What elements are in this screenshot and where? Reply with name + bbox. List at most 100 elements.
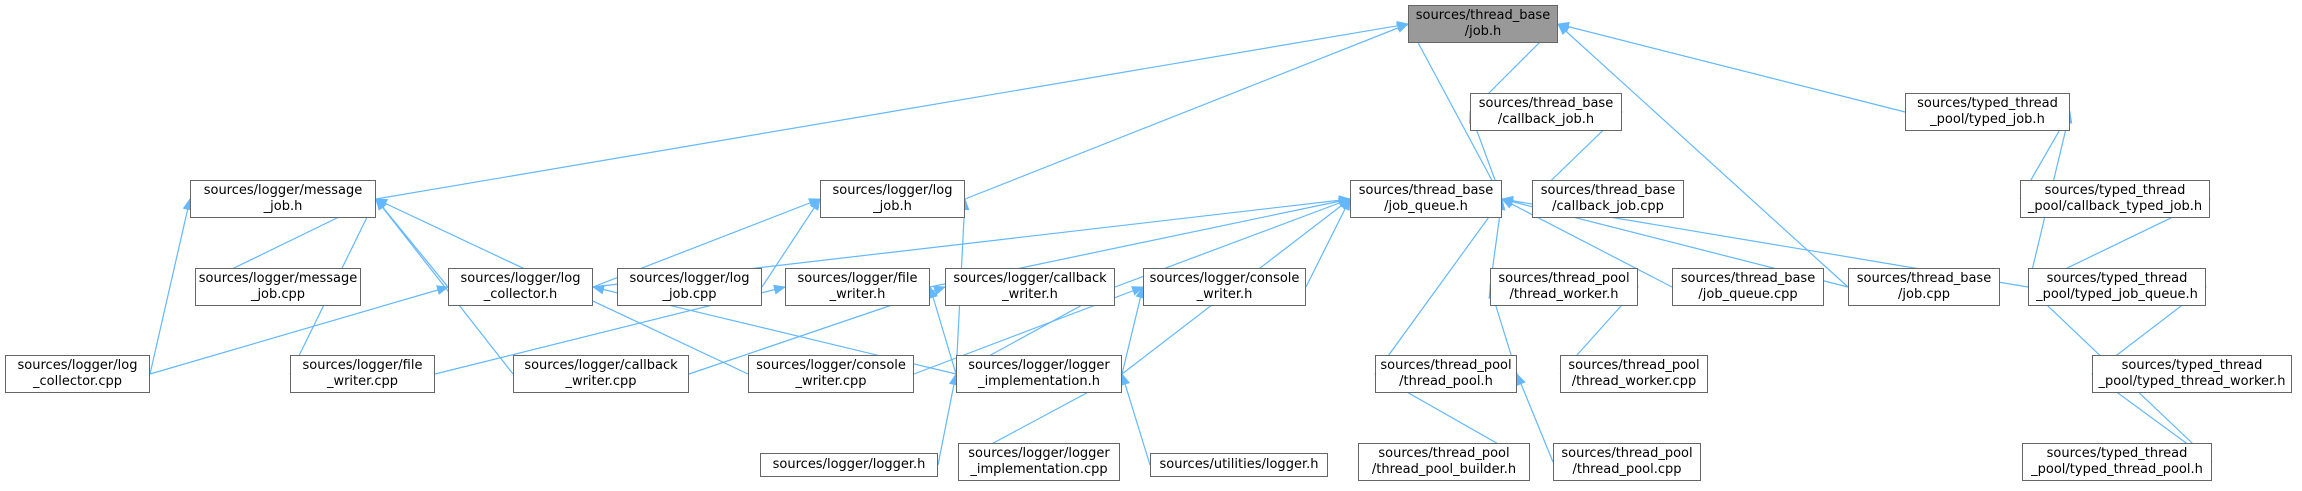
node-thread-pool-thread-pool-cpp[interactable]: sources/thread_pool/thread_pool.cpp: [1553, 443, 1701, 481]
node-label: sources/thread_base: [1478, 96, 1614, 111]
node-label: sources/thread_base: [1540, 183, 1676, 198]
node-label: sources/utilities/logger.h: [1159, 457, 1319, 472]
node-logger-log-job-h[interactable]: sources/logger/log_job.h: [820, 180, 965, 218]
node-thread-pool-thread-pool-h[interactable]: sources/thread_pool/thread_pool.h: [1375, 355, 1517, 393]
node-thread-pool-thread-worker-cpp[interactable]: sources/thread_pool/thread_worker.cpp: [1560, 355, 1708, 393]
edge-console_writer_h-to-job_queue_h: [1305, 198, 1351, 288]
node-logger-message-job-cpp[interactable]: sources/logger/message_job.cpp: [195, 268, 361, 306]
node-label: /callback_job.h: [1497, 112, 1595, 127]
node-thread-base-job-queue-h[interactable]: sources/thread_base/job_queue.h: [1350, 180, 1502, 218]
node-logger-message-job-h[interactable]: sources/logger/message_job.h: [190, 180, 376, 218]
node-thread-pool-thread-worker-h[interactable]: sources/thread_pool/thread_worker.h: [1490, 268, 1638, 306]
node-label: _pool/callback_typed_job.h: [2027, 199, 2203, 214]
node-typed-thread-pool-typed-job-queue-h[interactable]: sources/typed_thread_pool/typed_job_queu…: [2028, 268, 2206, 306]
edge-logger_h-to-logger_implementation_h: [937, 373, 959, 466]
node-label: /thread_worker.cpp: [1571, 374, 1697, 389]
node-label: _implementation.cpp: [970, 462, 1108, 477]
node-label: _job.h: [263, 199, 303, 214]
edge-log_collector_cpp-to-log_collector_h: [149, 285, 449, 375]
node-thread-pool-thread-pool-builder-h[interactable]: sources/thread_pool/thread_pool_builder.…: [1358, 443, 1530, 481]
node-label: sources/logger/file: [302, 358, 423, 373]
node-label: _pool/typed_job_queue.h: [2036, 287, 2198, 302]
node-label: sources/logger/file: [797, 271, 918, 286]
node-logger-log-collector-h[interactable]: sources/logger/log_collector.h: [448, 268, 593, 306]
node-utilities-logger-h[interactable]: sources/utilities/logger.h: [1150, 453, 1328, 477]
edge-job_cpp-to-job_h: [1557, 23, 1849, 288]
node-label: _job.cpp: [662, 287, 717, 302]
node-label: sources/logger/message: [203, 183, 363, 198]
node-logger-console-writer-h[interactable]: sources/logger/console_writer.h: [1143, 268, 1306, 306]
node-thread-base-callback-job-cpp[interactable]: sources/thread_base/callback_job.cpp: [1532, 180, 1684, 218]
node-label: sources/typed_thread: [2121, 358, 2263, 373]
edge-thread_pool_h-to-job_queue_h: [1374, 198, 1503, 375]
node-label: /thread_pool_builder.h: [1371, 462, 1517, 477]
node-logger-logger-implementation-cpp[interactable]: sources/logger/logger_implementation.cpp: [958, 443, 1120, 481]
node-label: sources/thread_pool: [1568, 358, 1700, 373]
node-label: sources/logger/log: [832, 183, 953, 198]
edge-log_job_h-to-job_h: [964, 23, 1409, 200]
node-label: _pool/typed_job.h: [1930, 112, 2045, 127]
node-label: _writer.h: [1002, 287, 1058, 302]
node-thread-base-job-queue-cpp[interactable]: sources/thread_base/job_queue.cpp: [1672, 268, 1824, 306]
edge-utilities_logger_h-to-logger_implementation_h: [1120, 373, 1151, 466]
node-label: sources/logger/message: [198, 271, 358, 286]
node-logger-file-writer-cpp[interactable]: sources/logger/file_writer.cpp: [290, 355, 435, 393]
node-typed-thread-pool-callback-typed-job-h[interactable]: sources/typed_thread_pool/callback_typed…: [2020, 180, 2210, 218]
node-label: sources/thread_base: [1358, 183, 1494, 198]
node-logger-log-collector-cpp[interactable]: sources/logger/log_collector.cpp: [5, 355, 150, 393]
node-label: sources/thread_base: [1856, 271, 1992, 286]
node-label: sources/logger/callback: [953, 271, 1107, 286]
node-label: sources/typed_thread: [1917, 96, 2058, 111]
node-label: /job_queue.h: [1384, 199, 1468, 214]
edge-typed_job_h-to-job_h: [1557, 21, 1906, 113]
node-logger-logger-h[interactable]: sources/logger/logger.h: [760, 453, 938, 477]
node-label: _writer.h: [829, 287, 886, 302]
node-label: sources/logger/logger: [968, 446, 1110, 461]
node-thread-base-job-cpp[interactable]: sources/thread_base/job.cpp: [1848, 268, 2000, 306]
edge-log_job_cpp-to-log_job_h: [761, 198, 821, 288]
node-label: _pool/typed_thread_worker.h: [2098, 374, 2286, 389]
node-label: sources/logger/logger: [968, 358, 1110, 373]
node-label: _job.cpp: [250, 287, 306, 302]
node-label: _writer.h: [1196, 287, 1253, 302]
node-label: sources/logger/log: [460, 271, 581, 286]
node-typed-thread-pool-typed-thread-pool-h[interactable]: sources/typed_thread_pool/typed_thread_p…: [2022, 443, 2212, 481]
node-label: sources/logger/console: [756, 358, 906, 373]
node-label: sources/thread_base: [1680, 271, 1816, 286]
node-label: sources/thread_pool: [1498, 271, 1630, 286]
node-label: sources/logger/callback: [524, 358, 678, 373]
node-label: sources/thread_pool: [1561, 446, 1693, 461]
node-logger-console-writer-cpp[interactable]: sources/logger/console_writer.cpp: [748, 355, 914, 393]
node-logger-file-writer-h[interactable]: sources/logger/file_writer.h: [785, 268, 930, 306]
node-thread-base-job-h[interactable]: sources/thread_base/job.h: [1408, 5, 1558, 43]
node-label: _implementation.h: [978, 374, 1100, 389]
node-label: /thread_pool.h: [1399, 374, 1493, 389]
node-logger-logger-implementation-h[interactable]: sources/logger/logger_implementation.h: [956, 355, 1122, 393]
node-typed-thread-pool-typed-thread-worker-h[interactable]: sources/typed_thread_pool/typed_thread_w…: [2092, 355, 2292, 393]
edge-message_job_h-to-job_h: [375, 20, 1409, 200]
node-logger-callback-writer-cpp[interactable]: sources/logger/callback_writer.cpp: [513, 355, 689, 393]
node-label: /job_queue.cpp: [1698, 287, 1798, 302]
node-logger-log-job-cpp[interactable]: sources/logger/log_job.cpp: [617, 268, 762, 306]
edge-thread_pool_cpp-to-thread_pool_h: [1516, 373, 1554, 463]
node-logger-callback-writer-h[interactable]: sources/logger/callback_writer.h: [945, 268, 1115, 306]
node-label: sources/typed_thread: [2046, 446, 2188, 461]
node-label: _writer.cpp: [326, 374, 399, 389]
node-typed-thread-pool-typed-job-h[interactable]: sources/typed_thread_pool/typed_job.h: [1905, 93, 2070, 131]
node-label: sources/logger/console: [1149, 271, 1300, 286]
node-label: /thread_pool.cpp: [1572, 462, 1682, 477]
edge-job_queue_h-to-job_h: [1407, 23, 1503, 200]
node-label: _writer.cpp: [565, 374, 637, 389]
node-label: _writer.cpp: [795, 374, 867, 389]
node-label: sources/logger/logger.h: [772, 457, 926, 472]
node-thread-base-callback-job-h[interactable]: sources/thread_base/callback_job.h: [1470, 93, 1622, 131]
edge-job_queue_cpp-to-job_queue_h: [1501, 198, 1673, 288]
node-label: sources/typed_thread: [2046, 271, 2188, 286]
node-label: sources/logger/log: [17, 358, 138, 373]
node-label: _collector.h: [483, 287, 558, 302]
node-label: sources/thread_base: [1415, 8, 1551, 23]
node-label: sources/logger/log: [629, 271, 750, 286]
node-label: /job.h: [1464, 24, 1502, 39]
